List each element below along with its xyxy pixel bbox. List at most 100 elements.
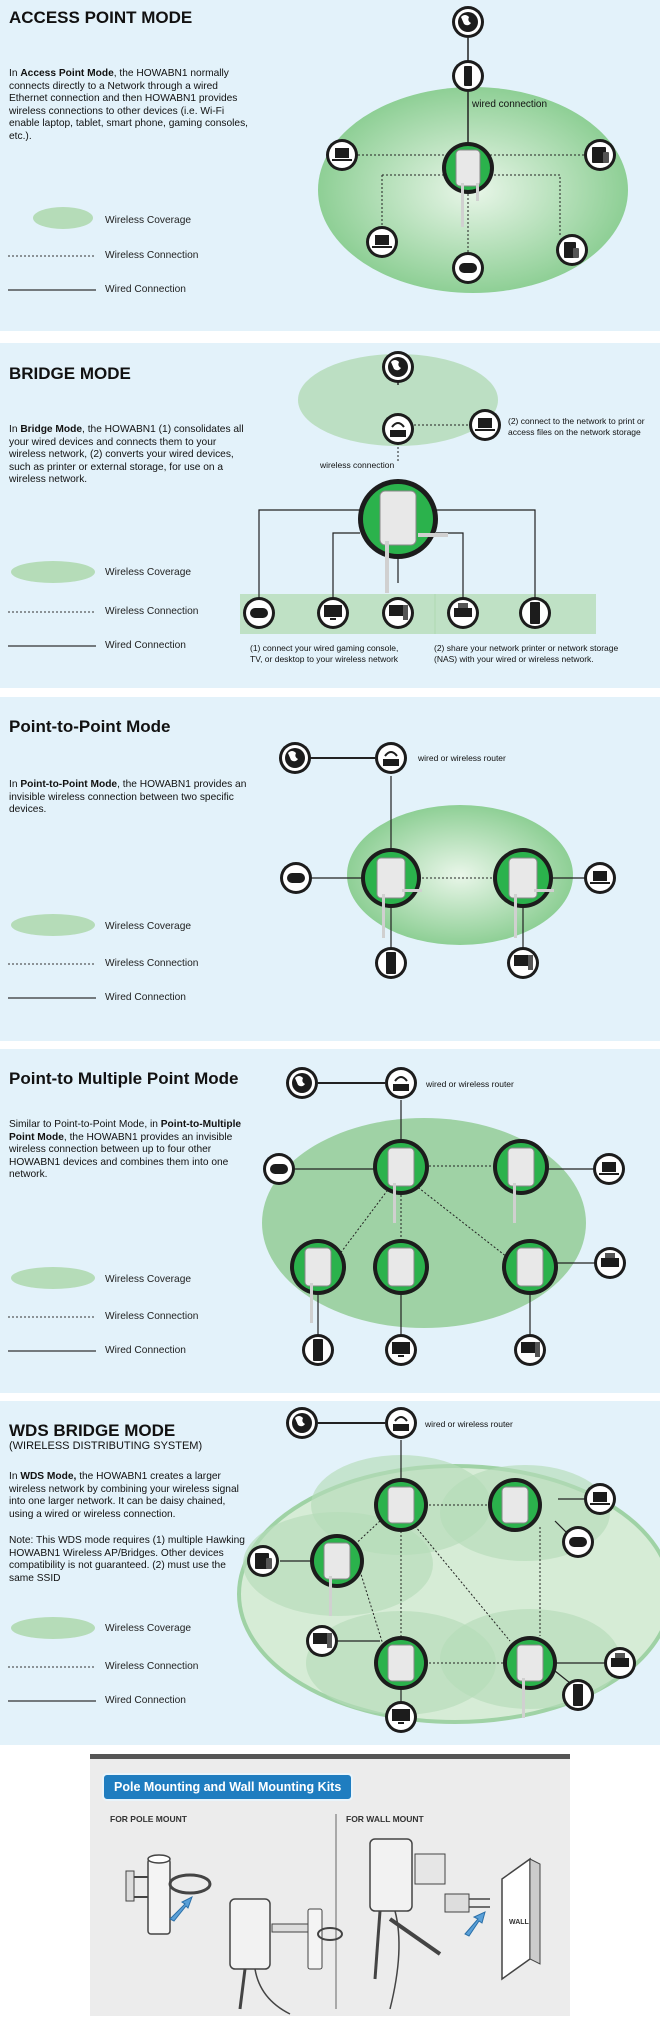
mounting-illustration: WALL bbox=[125, 1814, 541, 2015]
router-label: wired or wireless router bbox=[417, 753, 506, 763]
desktop-icon bbox=[382, 597, 414, 629]
arrow-icon bbox=[464, 1911, 486, 1937]
legend-wired-swatch bbox=[8, 645, 96, 647]
section-title: ACCESS POINT MODE bbox=[9, 8, 193, 27]
access-point-device-icon bbox=[374, 1478, 428, 1532]
legend-wireless-swatch bbox=[8, 255, 96, 257]
coverage-area bbox=[298, 354, 498, 446]
wireless-connection-label: wireless connection bbox=[319, 460, 394, 470]
game-controller-icon bbox=[243, 597, 275, 629]
section-bridge-mode: BRIDGE MODE In Bridge Mode, the HOWABN1 … bbox=[0, 343, 660, 688]
access-point-device-icon bbox=[310, 1534, 364, 1616]
globe-icon bbox=[382, 351, 414, 383]
router-icon bbox=[375, 742, 407, 774]
nas-storage-icon bbox=[562, 1679, 594, 1711]
pole-mount-label: FOR POLE MOUNT bbox=[110, 1814, 187, 1824]
tablet-phone-icon bbox=[247, 1545, 279, 1577]
laptop-icon bbox=[593, 1153, 625, 1185]
access-point-device-icon bbox=[374, 1636, 428, 1690]
laptop-icon bbox=[366, 226, 398, 258]
access-point-device-icon bbox=[493, 1139, 549, 1223]
legend-wireless-swatch bbox=[8, 963, 96, 965]
wall-mount-label: FOR WALL MOUNT bbox=[346, 1814, 424, 1824]
legend-wireless-swatch bbox=[8, 1316, 96, 1318]
section-title: Point-to-Point Mode bbox=[9, 717, 171, 736]
game-controller-icon bbox=[562, 1526, 594, 1558]
legend-coverage-swatch bbox=[11, 561, 95, 583]
desktop-icon bbox=[306, 1625, 338, 1657]
legend-coverage-label: Wireless Coverage bbox=[105, 567, 192, 578]
globe-icon bbox=[279, 742, 311, 774]
legend-coverage-label: Wireless Coverage bbox=[105, 1623, 192, 1634]
phone-icon bbox=[556, 234, 588, 266]
laptop-icon bbox=[584, 862, 616, 894]
printer-icon bbox=[604, 1647, 636, 1679]
legend-wired-swatch bbox=[8, 1350, 96, 1352]
globe-icon bbox=[286, 1067, 318, 1099]
section-note: Note: This WDS mode requires (1) multipl… bbox=[9, 1535, 245, 1584]
bridge-caption-1-cont: TV, or desktop to your wireless network bbox=[250, 654, 399, 664]
router-icon bbox=[385, 1407, 417, 1439]
point-to-point-diagram: wired or wireless router bbox=[279, 742, 616, 979]
legend-wired-swatch bbox=[8, 289, 96, 291]
legend-coverage-label: Wireless Coverage bbox=[105, 215, 192, 226]
tablet-phone-icon bbox=[584, 139, 616, 171]
printer-icon bbox=[594, 1247, 626, 1279]
globe-icon bbox=[286, 1407, 318, 1439]
legend-coverage-swatch bbox=[11, 1267, 95, 1289]
access-point-device-icon bbox=[373, 1139, 429, 1223]
point-to-multiple-point-diagram: wired or wireless router bbox=[262, 1067, 626, 1366]
nas-storage-icon bbox=[375, 947, 407, 979]
section-description: In Point-to-Point Mode, the HOWABN1 prov… bbox=[9, 779, 247, 816]
wall-bracket-icon bbox=[444, 1893, 490, 1913]
legend-wireless-label: Wireless Connection bbox=[105, 250, 199, 261]
pole-clamp-icon bbox=[125, 1854, 212, 1935]
bridge-note-2: (2) connect to the network to print or bbox=[508, 416, 645, 426]
bridge-caption-2-cont: (NAS) with your wired or wireless networ… bbox=[434, 654, 594, 664]
desktop-icon bbox=[514, 1334, 546, 1366]
section-description: Similar to Point-to-Point Mode, in Point… bbox=[9, 1119, 242, 1181]
bridge-diagram: wireless connection (2) connect to the n… bbox=[240, 351, 645, 664]
printer-icon bbox=[447, 597, 479, 629]
wds-bridge-diagram: wired or wireless router bbox=[237, 1407, 660, 1733]
section-title: WDS BRIDGE MODE bbox=[9, 1421, 176, 1440]
legend-wireless-swatch bbox=[8, 611, 96, 613]
bridge-caption-2: (2) share your network printer or networ… bbox=[434, 643, 619, 653]
legend-wired-swatch bbox=[8, 1700, 96, 1702]
section-point-to-point-mode: Point-to-Point Mode In Point-to-Point Mo… bbox=[0, 697, 660, 1041]
legend-coverage-label: Wireless Coverage bbox=[105, 1274, 192, 1285]
legend-wireless-label: Wireless Connection bbox=[105, 606, 199, 617]
game-controller-icon bbox=[452, 252, 484, 284]
legend-wired-label: Wired Connection bbox=[105, 1345, 186, 1356]
legend-coverage-swatch bbox=[33, 207, 93, 229]
legend-coverage-swatch bbox=[11, 1617, 95, 1639]
access-point-device-icon bbox=[361, 848, 422, 938]
section-wds-bridge-mode: WDS BRIDGE MODE (WIRELESS DISTRIBUTING S… bbox=[0, 1401, 660, 1745]
legend-wired-label: Wired Connection bbox=[105, 640, 186, 651]
pole-mounted-unit-icon bbox=[229, 1898, 343, 2015]
legend-wireless-label: Wireless Connection bbox=[105, 958, 199, 969]
access-point-device-icon bbox=[493, 848, 554, 938]
access-point-device-icon bbox=[503, 1636, 557, 1718]
router-label: wired or wireless router bbox=[424, 1419, 513, 1429]
tv-icon bbox=[385, 1334, 417, 1366]
desktop-icon bbox=[507, 947, 539, 979]
legend-wired-label: Wired Connection bbox=[105, 284, 186, 295]
laptop-icon bbox=[469, 409, 501, 441]
legend-wireless-label: Wireless Connection bbox=[105, 1311, 199, 1322]
access-point-device-icon bbox=[358, 479, 448, 593]
wired-connection-label: wired connection bbox=[471, 99, 547, 110]
access-point-device-icon bbox=[442, 142, 494, 227]
access-point-device-icon bbox=[488, 1478, 542, 1532]
legend-coverage-label: Wireless Coverage bbox=[105, 921, 192, 932]
laptop-icon bbox=[326, 139, 358, 171]
router-icon bbox=[382, 413, 414, 445]
legend-wired-label: Wired Connection bbox=[105, 992, 186, 1003]
game-controller-icon bbox=[263, 1153, 295, 1185]
router-icon bbox=[385, 1067, 417, 1099]
section-title: Point-to Multiple Point Mode bbox=[9, 1069, 239, 1088]
mounting-kits-panel: Pole Mounting and Wall Mounting Kits FOR… bbox=[90, 1754, 570, 2016]
modem-icon bbox=[452, 60, 484, 92]
access-point-device-icon bbox=[502, 1239, 558, 1295]
bridge-note-2-cont: access files on the network storage bbox=[508, 427, 641, 437]
